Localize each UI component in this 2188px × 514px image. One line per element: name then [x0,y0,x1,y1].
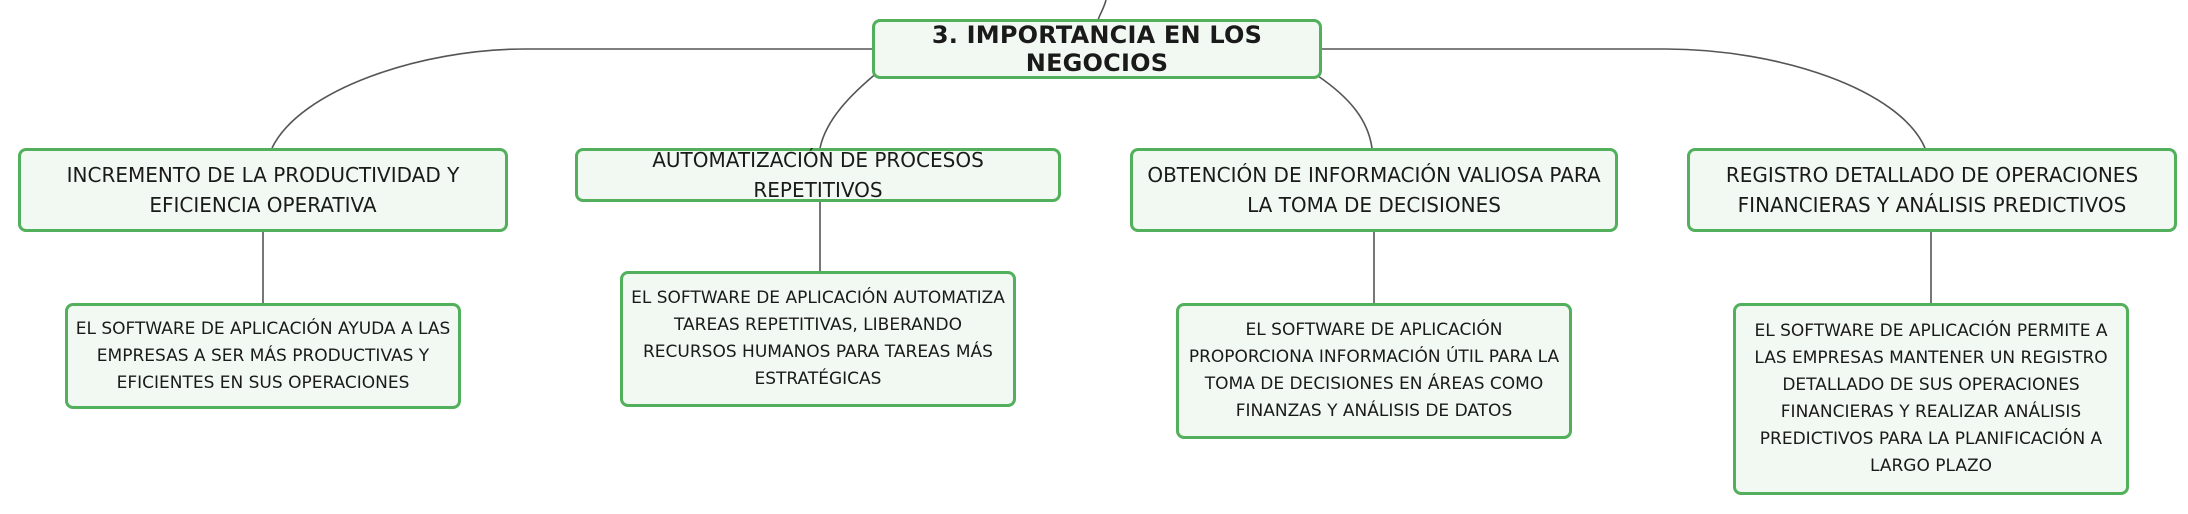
branch-label: REGISTRO DETALLADO DE OPERACIONES FINANC… [1725,163,2139,217]
connector-root-branch-1 [271,48,872,149]
branch-node-productividad[interactable]: INCREMENTO DE LA PRODUCTIVIDAD Y EFICIEN… [18,148,508,232]
connector-root-branch-4 [1322,48,1926,149]
detail-node-informacion[interactable]: EL SOFTWARE DE APLICACIÓN PROPORCIONA IN… [1176,303,1572,439]
detail-node-registro[interactable]: EL SOFTWARE DE APLICACIÓN PERMITE A LAS … [1733,303,2129,495]
branch-node-informacion[interactable]: OBTENCIÓN DE INFORMACIÓN VALIOSA PARA LA… [1130,148,1618,232]
connector-root-branch-3 [1317,75,1373,149]
branch-node-automatizacion[interactable]: AUTOMATIZACIÓN DE PROCESOS REPETITIVOS [575,148,1061,202]
root-node[interactable]: 3. IMPORTANCIA EN LOS NEGOCIOS [872,19,1322,79]
root-label: 3. IMPORTANCIA EN LOS NEGOCIOS [931,21,1263,77]
branch-label: OBTENCIÓN DE INFORMACIÓN VALIOSA PARA LA… [1147,163,1601,217]
detail-text: EL SOFTWARE DE APLICACIÓN PROPORCIONA IN… [1188,320,1560,421]
connector-root-branch-2 [819,71,879,149]
detail-text: EL SOFTWARE DE APLICACIÓN PERMITE A LAS … [1754,321,2108,476]
detail-node-productividad[interactable]: EL SOFTWARE DE APLICACIÓN AYUDA A LAS EM… [65,303,461,409]
branch-label: INCREMENTO DE LA PRODUCTIVIDAD Y EFICIEN… [66,163,460,217]
branch-node-registro[interactable]: REGISTRO DETALLADO DE OPERACIONES FINANC… [1687,148,2177,232]
detail-node-automatizacion[interactable]: EL SOFTWARE DE APLICACIÓN AUTOMATIZA TAR… [620,271,1016,407]
branch-label: AUTOMATIZACIÓN DE PROCESOS REPETITIVOS [652,148,984,202]
detail-text: EL SOFTWARE DE APLICACIÓN AUTOMATIZA TAR… [631,288,1005,389]
detail-text: EL SOFTWARE DE APLICACIÓN AYUDA A LAS EM… [75,318,451,393]
parent-connector [1097,0,1107,21]
